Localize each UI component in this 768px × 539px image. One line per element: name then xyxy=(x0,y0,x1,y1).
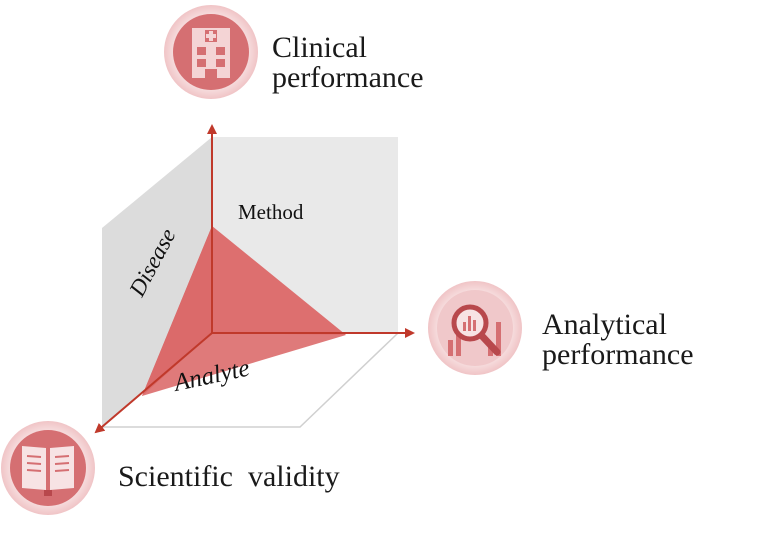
clinical-label-line2: performance xyxy=(272,61,424,94)
method-label: Method xyxy=(238,200,304,224)
analytical-label-line1: Analytical xyxy=(542,308,667,341)
analytical-label-line2: performance xyxy=(542,338,694,371)
scientific-label: Scientific validity xyxy=(118,460,340,493)
clinical-label: Clinical performance xyxy=(272,33,424,93)
triangle-front-face xyxy=(142,226,346,396)
magnifier-chart-icon xyxy=(428,281,522,375)
clinical-label-line1: Clinical xyxy=(272,31,367,64)
analytical-label: Analytical performance xyxy=(542,310,694,370)
scientific-axis xyxy=(94,332,213,434)
open-book-icon xyxy=(1,421,95,515)
hospital-icon xyxy=(164,5,258,99)
